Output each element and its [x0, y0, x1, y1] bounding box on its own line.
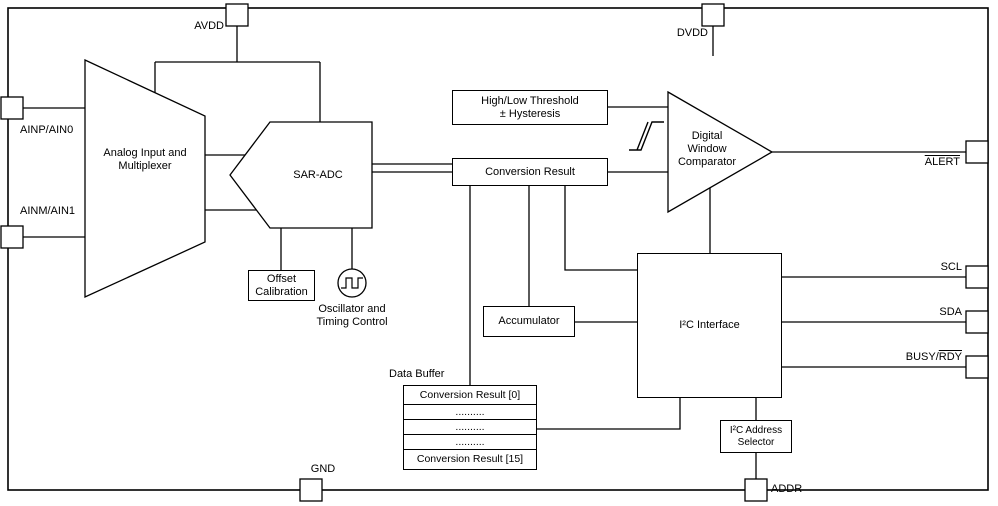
pad-alert — [965, 140, 989, 164]
threshold-line1: High/Low Threshold — [481, 94, 579, 107]
osc-line2: Timing Control — [316, 316, 388, 328]
comparator-shape — [667, 90, 774, 214]
conversion-result-block: Conversion Result — [452, 158, 608, 186]
chip-outline — [7, 7, 989, 491]
mux-line2: Multiplexer — [118, 160, 172, 172]
wire-buffer-i2c — [537, 398, 681, 430]
sda-pin-label: SDA — [939, 306, 962, 318]
busy-text: BUSY/ — [905, 351, 939, 363]
data-buffer-row: .......... — [403, 404, 537, 420]
wire-adc-bus — [372, 163, 455, 173]
osc-line1: Oscillator and — [318, 303, 386, 315]
mux-line1: Analog Input and — [103, 147, 187, 159]
pad-ainm — [0, 225, 24, 249]
addr-selector-line2: Selector — [737, 436, 775, 448]
accumulator-block: Accumulator — [483, 306, 575, 337]
data-buffer-row: .......... — [403, 434, 537, 450]
offset-line1: Offset — [266, 272, 297, 285]
comparator-line2: Window — [687, 143, 727, 155]
comparator-line3: Comparator — [677, 156, 737, 168]
avdd-pin-label: AVDD — [194, 20, 224, 32]
pad-addr — [744, 478, 768, 502]
pad-busyrdy — [965, 355, 989, 379]
oscillator-label: Oscillator and Timing Control — [294, 303, 410, 329]
mux-label: Analog Input and Multiplexer — [88, 147, 202, 173]
sar-adc-shape — [229, 121, 373, 229]
offset-calibration-block: Offset Calibration — [248, 270, 315, 301]
pad-gnd — [299, 478, 323, 502]
i2c-interface-block: I²C Interface — [637, 253, 782, 398]
data-buffer-row: Conversion Result [15] — [403, 449, 537, 470]
wire-avdd — [154, 26, 321, 126]
i2c-interface-label: I²C Interface — [679, 319, 740, 331]
addr-selector-line1: I²C Address — [729, 424, 783, 436]
comparator-label: Digital Window Comparator — [669, 130, 745, 169]
scl-pin-label: SCL — [940, 261, 962, 273]
pin-pads — [0, 3, 989, 502]
rdy-overlined-text: RDY — [938, 351, 962, 363]
pad-avdd — [225, 3, 249, 27]
data-buffer-row: Conversion Result [0] — [403, 385, 537, 405]
busyrdy-pin-label: BUSY/RDY — [890, 351, 962, 364]
oscillator-waveform-icon — [341, 277, 363, 289]
data-buffer-label: Data Buffer — [389, 368, 445, 380]
wires — [23, 26, 966, 480]
data-buffer-row: .......... — [403, 419, 537, 435]
pad-sda — [965, 310, 989, 334]
ainp-pin-label: AINP/AIN0 — [20, 124, 74, 136]
threshold-block: High/Low Threshold ± Hysteresis — [452, 90, 608, 125]
comparator-line1: Digital — [691, 130, 723, 142]
accumulator-label: Accumulator — [498, 315, 560, 327]
pad-ainp — [0, 96, 24, 120]
sar-adc-label: SAR-ADC — [293, 169, 343, 181]
alert-pin-label: ALERT — [900, 156, 960, 169]
offset-line2: Calibration — [255, 285, 308, 298]
wire-result-i2c — [564, 186, 637, 271]
mux-shape — [84, 58, 206, 299]
addr-pin-label: ADDR — [771, 483, 803, 495]
alert-overlined-text: ALERT — [924, 156, 960, 168]
pad-dvdd — [701, 3, 725, 27]
conversion-result-label: Conversion Result — [485, 165, 575, 178]
ainm-pin-label: AINM/AIN1 — [20, 205, 76, 217]
i2c-address-selector-block: I²C Address Selector — [720, 420, 792, 453]
threshold-line2: ± Hysteresis — [499, 107, 561, 120]
dvdd-pin-label: DVDD — [676, 27, 708, 39]
pad-scl — [965, 265, 989, 289]
gnd-pin-label: GND — [310, 463, 336, 475]
hysteresis-icon — [629, 121, 664, 151]
